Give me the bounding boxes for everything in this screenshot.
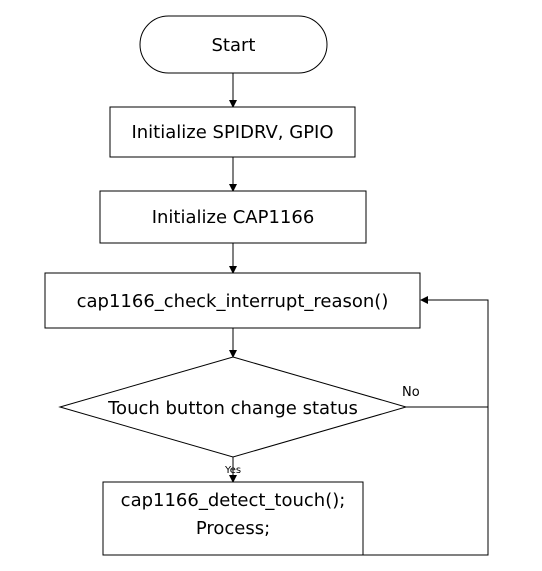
decision-label: Touch button change status xyxy=(107,398,358,419)
arrow-no-loop-back xyxy=(406,296,489,408)
decision-node: Touch button change status xyxy=(58,356,408,458)
detect-label-line2: Process; xyxy=(196,518,270,539)
init-spi-node: Initialize SPIDRV, GPIO xyxy=(109,106,356,158)
no-branch-label: No xyxy=(402,385,420,400)
init-cap-node: Initialize CAP1166 xyxy=(99,190,367,244)
start-node: Start xyxy=(139,15,328,74)
init-cap-label: Initialize CAP1166 xyxy=(152,207,315,228)
detect-node: cap1166_detect_touch(); Process; xyxy=(102,481,364,556)
arrow-detect-loop-back xyxy=(233,407,489,556)
detect-label-line1: cap1166_detect_touch(); xyxy=(121,490,346,511)
check-interrupt-label: cap1166_check_interrupt_reason() xyxy=(77,291,389,312)
check-interrupt-node: cap1166_check_interrupt_reason() xyxy=(44,272,421,329)
yes-branch-label: Yes xyxy=(224,465,241,476)
init-spi-label: Initialize SPIDRV, GPIO xyxy=(131,122,333,143)
start-label: Start xyxy=(212,35,256,56)
